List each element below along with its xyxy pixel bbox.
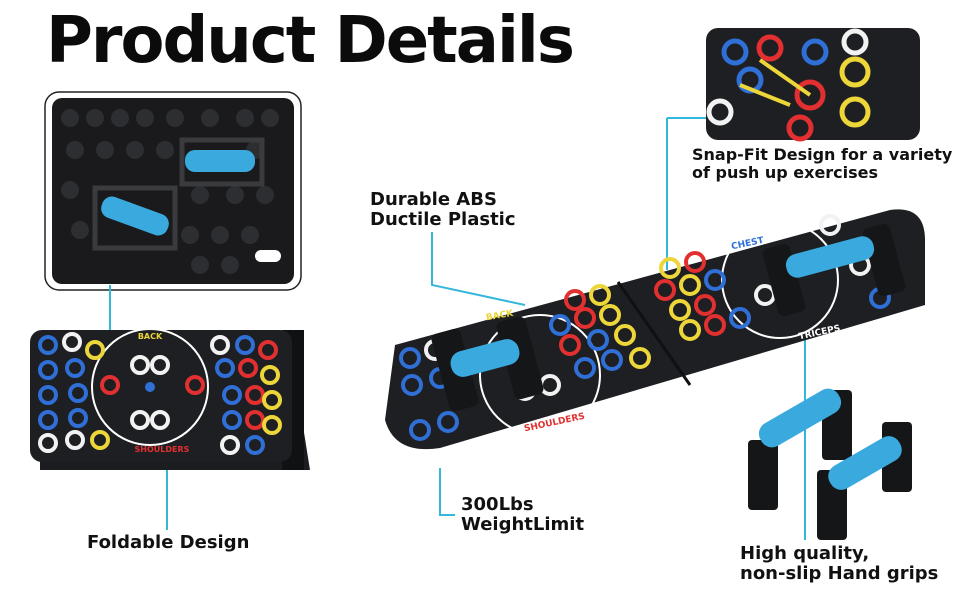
grips-callout: High quality, non-slip Hand grips	[740, 544, 938, 584]
grips-callout-line1: High quality,	[740, 543, 870, 564]
folded-board: BACK SHOULDERS	[30, 328, 310, 470]
grips-callout-line2: non-slip Hand grips	[740, 563, 939, 584]
weight-callout-line1: 300Lbs	[461, 494, 534, 515]
snapfit-callout-line2: of push up exercises	[692, 163, 879, 182]
page-title: Product Details	[46, 4, 575, 78]
handle-left	[431, 316, 544, 412]
abs-callout-line2: Ductile Plastic	[370, 209, 516, 230]
foldable-callout: Foldable Design	[87, 532, 250, 553]
snapfit-callout: Snap-Fit Design for a variety of push up…	[692, 146, 952, 182]
folded-board-inset	[44, 91, 302, 291]
snapfit-callout-line1: Snap-Fit Design for a variety	[692, 145, 953, 164]
back-label-open: BACK	[485, 309, 515, 324]
back-label: BACK	[138, 332, 163, 341]
snap-fit-inset	[706, 28, 920, 142]
shoulders-label: SHOULDERS	[135, 445, 190, 454]
open-board: BACK SHOULDERS CHEST TRICEPS	[385, 209, 925, 450]
handle-right	[762, 223, 906, 317]
weight-callout: 300Lbs WeightLimit	[461, 495, 584, 535]
abs-callout-line1: Durable ABS	[370, 189, 497, 210]
abs-callout: Durable ABS Ductile Plastic	[370, 190, 516, 230]
weight-callout-line2: WeightLimit	[461, 514, 585, 535]
loose-handles	[748, 388, 912, 540]
